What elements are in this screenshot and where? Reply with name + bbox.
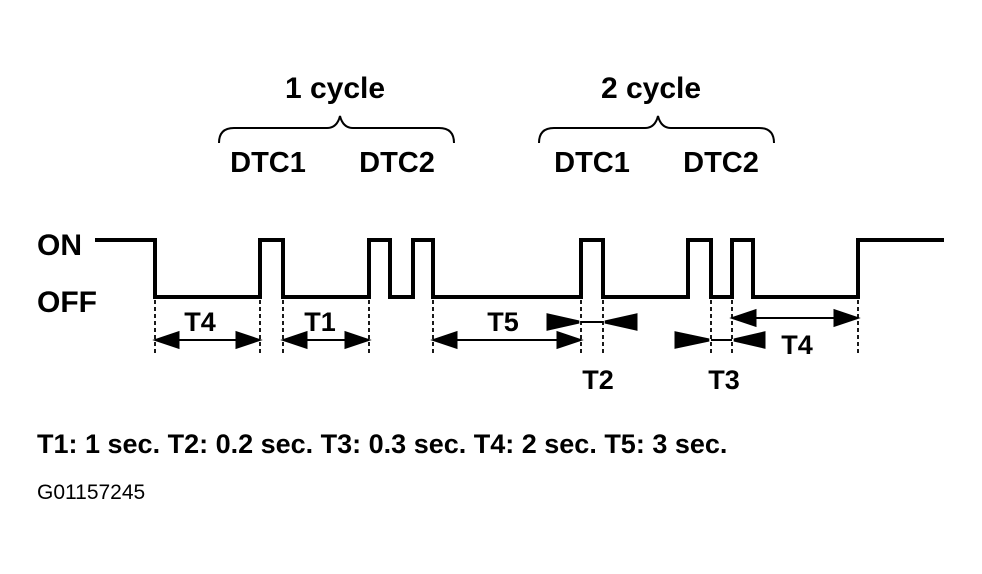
timing-guides [154, 300, 859, 355]
signal-waveform [95, 238, 944, 299]
cycle-1-label: 1 cycle [285, 72, 385, 105]
t3-arrow [674, 331, 766, 349]
cycle-2-brace [538, 115, 775, 144]
t4-first-label: T4 [184, 307, 216, 337]
cycle-1-brace [218, 115, 455, 144]
on-state-label: ON [37, 229, 82, 262]
t2-arrow [546, 313, 638, 331]
t4-second-arrow [729, 308, 861, 328]
cycle-2-dtc1-label: DTC1 [554, 147, 630, 179]
t5-label: T5 [487, 307, 519, 337]
t4-first-arrow [152, 330, 263, 350]
t2-label: T2 [582, 365, 614, 395]
cycle-1-dtc1-label: DTC1 [230, 147, 306, 179]
cycle-2-dtc2-label: DTC2 [683, 147, 759, 179]
figure-code: G01157245 [37, 481, 145, 504]
cycle-1-dtc2-label: DTC2 [359, 147, 435, 179]
t1-arrow [280, 330, 372, 350]
t5-arrow [430, 330, 584, 350]
timing-legend: T1: 1 sec. T2: 0.2 sec. T3: 0.3 sec. T4:… [37, 429, 727, 459]
t3-label: T3 [708, 365, 740, 395]
cycle-2-label: 2 cycle [601, 72, 701, 105]
t1-label: T1 [304, 307, 336, 337]
t4-second-label: T4 [781, 330, 813, 360]
off-state-label: OFF [37, 286, 97, 319]
